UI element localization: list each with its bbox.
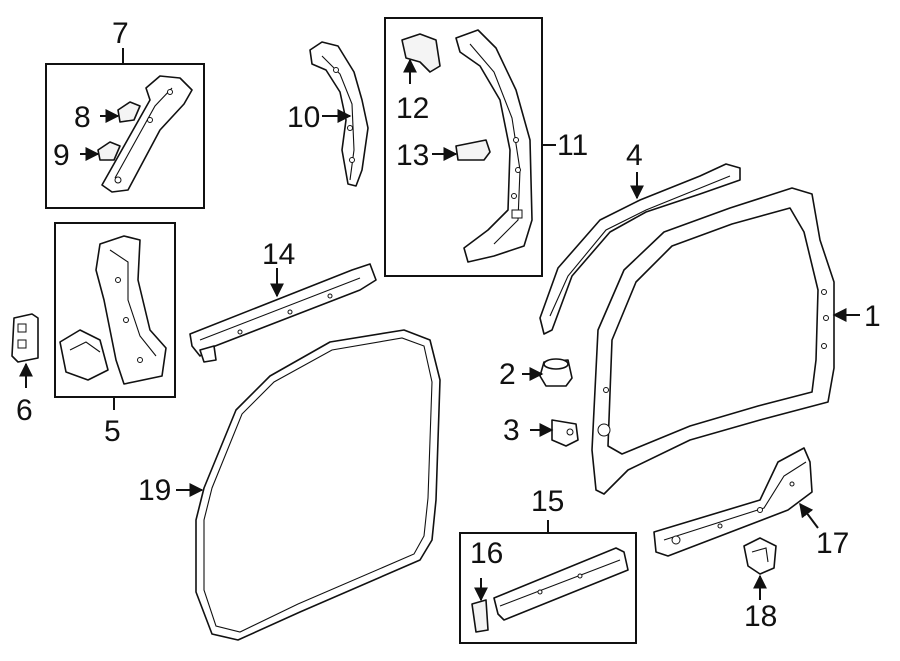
part-18[interactable] [743, 537, 777, 575]
callout-1[interactable]: 1 [864, 300, 881, 333]
callout-9[interactable]: 9 [53, 139, 70, 172]
callout-3[interactable]: 3 [503, 414, 520, 447]
callout-12[interactable]: 12 [396, 92, 429, 125]
part-2[interactable] [539, 358, 573, 387]
rocker-15[interactable] [493, 547, 629, 621]
callout-13[interactable]: 13 [396, 139, 429, 172]
callout-2[interactable]: 2 [499, 358, 516, 391]
callout-16[interactable]: 16 [470, 537, 503, 570]
part-4[interactable] [539, 163, 741, 335]
part-3[interactable] [551, 419, 579, 447]
group-11-box [384, 17, 543, 277]
part-9[interactable] [97, 141, 121, 161]
group-7-box [45, 63, 205, 209]
part-13[interactable] [455, 139, 491, 161]
callout-14[interactable]: 14 [262, 238, 295, 271]
inner-pillar-5[interactable] [95, 235, 167, 385]
part-1[interactable] [591, 187, 835, 495]
callout-7[interactable]: 7 [112, 17, 129, 50]
callout-5[interactable]: 5 [104, 415, 121, 448]
b-pillar-11[interactable] [455, 29, 533, 263]
callout-17[interactable]: 17 [816, 527, 849, 560]
callout-10[interactable]: 10 [287, 101, 320, 134]
part-17[interactable] [653, 447, 813, 557]
callout-11[interactable]: 11 [557, 129, 588, 162]
part-8[interactable] [117, 101, 141, 123]
part-14[interactable] [189, 263, 377, 363]
callout-6[interactable]: 6 [16, 394, 33, 427]
callout-15[interactable]: 15 [531, 485, 564, 518]
part-10[interactable] [309, 41, 369, 187]
group-7: 7 8 9 [45, 17, 205, 209]
part-6[interactable] [11, 313, 39, 363]
callout-19[interactable]: 19 [138, 474, 171, 507]
callout-4[interactable]: 4 [626, 139, 643, 172]
part-19[interactable] [195, 329, 441, 641]
leader-17 [799, 502, 819, 529]
part-12[interactable] [401, 33, 441, 73]
group-11: 11 12 13 [384, 17, 588, 277]
group-15: 15 16 [459, 485, 637, 644]
part-16[interactable] [471, 599, 489, 633]
callout-8[interactable]: 8 [74, 101, 91, 134]
pillar-bracket-7[interactable] [101, 75, 193, 193]
callout-18[interactable]: 18 [744, 600, 777, 633]
lower-bracket-5[interactable] [59, 329, 109, 381]
group-5: 5 [54, 222, 176, 448]
